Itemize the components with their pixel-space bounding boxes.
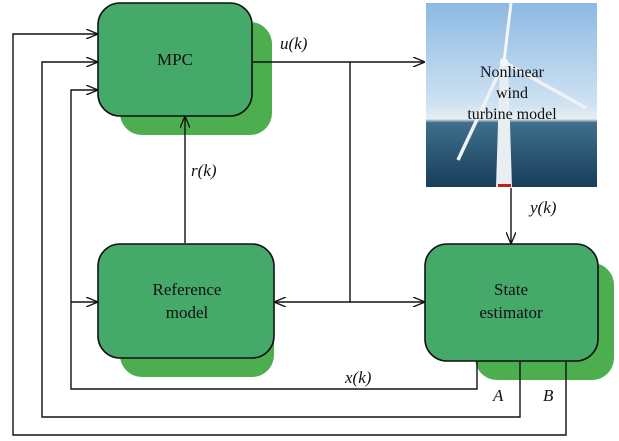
turbine-model-label-line3: turbine model: [467, 106, 557, 123]
wind-turbine-image: Nonlinear wind turbine model: [426, 2, 597, 187]
reference-model-label-line1: Reference: [153, 280, 222, 299]
x-feedback-loop: [70, 90, 478, 390]
u-label: u(k): [280, 34, 308, 53]
reference-model-label-line2: model: [166, 303, 209, 322]
tower-base-stripe: [498, 184, 511, 187]
mpc-box: [97, 2, 253, 117]
u-signal-path: [252, 62, 424, 302]
y-label: y(k): [528, 198, 557, 217]
reference-model-box: [97, 243, 275, 359]
b-feedback-loop: [12, 34, 567, 436]
b-label: B: [543, 386, 554, 405]
turbine-blade-left: [456, 61, 506, 161]
turbine-model-label-line2: wind: [496, 85, 528, 102]
turbine-hub: [500, 58, 508, 66]
mpc-block: MPC: [97, 2, 272, 135]
turbine-blade-right: [503, 60, 587, 110]
state-estimator-block: State estimator: [424, 243, 614, 380]
turbine-model-label-line1: Nonlinear: [480, 64, 545, 81]
a-feedback-loop: [41, 62, 521, 418]
state-estimator-label-line1: State: [494, 280, 528, 299]
sky-sea-background: [426, 3, 597, 187]
a-label: A: [492, 386, 504, 405]
reference-model-block: Reference model: [97, 243, 275, 377]
feedback-loops: [12, 34, 567, 436]
x-label: x(k): [344, 368, 372, 387]
turbine-blade-up: [502, 2, 513, 63]
state-estimator-box: [424, 243, 599, 362]
state-estimator-label-line2: estimator: [479, 303, 543, 322]
r-label: r(k): [191, 161, 217, 180]
mpc-label: MPC: [157, 50, 193, 69]
turbine-tower: [496, 62, 512, 187]
